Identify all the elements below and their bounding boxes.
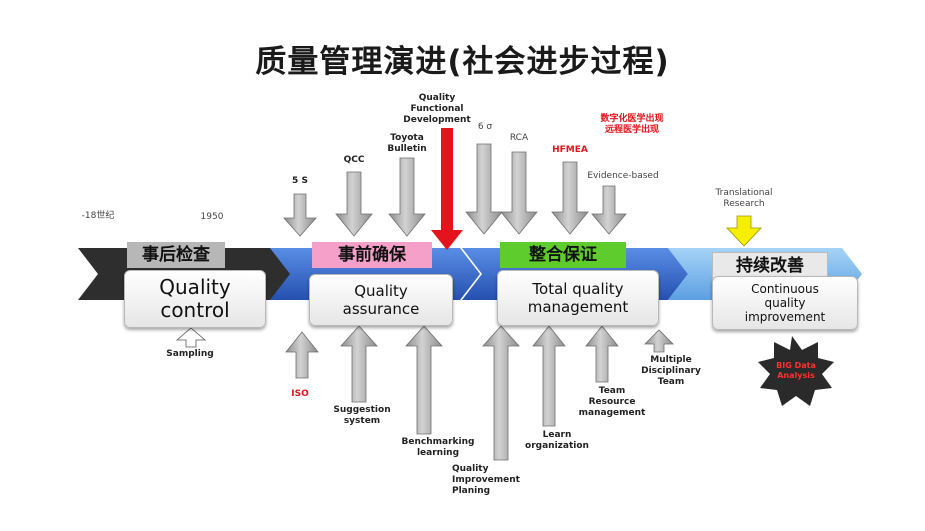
stage-3-cn-label: 整合保证: [500, 242, 626, 268]
arrow-qip: [482, 325, 520, 461]
arrow-translational: [726, 215, 762, 247]
label-six-sigma: 6 σ: [477, 122, 493, 132]
label-qcc: QCC: [343, 155, 365, 165]
label-iso: ISO: [291, 389, 309, 399]
arrow-learn: [532, 325, 566, 427]
label-hfmea: HFMEA: [552, 145, 588, 155]
label-quality-improvement-planing: Quality Improvement Planing: [452, 464, 520, 496]
stage-2-box: Quality assurance: [309, 274, 453, 326]
label-digital-medicine: 数字化医学出现 远程医学出现: [600, 114, 664, 135]
bottom-arrows: [175, 325, 674, 461]
label-translational-research: Translational Research: [715, 188, 773, 209]
arrow-iso: [285, 331, 319, 379]
arrow-suggestion: [340, 325, 378, 403]
label-suggestion-system: Suggestion system: [333, 405, 391, 426]
stage-3-box: Total quality management: [497, 270, 659, 326]
label-benchmarking-learning: Benchmarking learning: [401, 437, 475, 458]
label-sampling: Sampling: [166, 349, 214, 359]
big-data-star: [758, 336, 834, 406]
stage-4-box: Continuous quality improvement: [712, 276, 858, 330]
label-qfd: Quality Functional Development: [403, 93, 471, 125]
era-start-label: -18世纪: [81, 211, 115, 221]
big-data-label: BIG Data Analysis: [776, 361, 816, 380]
year-1950-label: 1950: [200, 212, 224, 222]
stage-1-box: Quality control: [124, 270, 266, 328]
stage-4-cn-label: 持续改善: [712, 252, 828, 280]
stage-1-cn-label: 事后检查: [127, 242, 225, 268]
arrow-hfmea: [551, 161, 589, 235]
arrow-qfd: [431, 128, 463, 250]
label-toyota-bulletin: Toyota Bulletin: [387, 133, 427, 154]
label-learn-organization: Learn organization: [525, 430, 589, 451]
label-evidence-based: Evidence-based: [587, 171, 659, 181]
label-multiple-disciplinary-team: Multiple Disciplinary Team: [641, 355, 701, 387]
label-team-resource-management: Team Resource management: [578, 386, 646, 418]
arrow-mdt: [644, 329, 674, 353]
arrow-evidence: [591, 185, 627, 235]
arrow-team-resource: [585, 325, 619, 383]
arrow-sampling: [175, 327, 207, 348]
page-title: 质量管理演进(社会进步过程): [255, 44, 670, 80]
arrow-benchmarking: [405, 325, 443, 435]
arrow-toyota: [388, 157, 426, 237]
arrow-rca: [500, 151, 538, 235]
arrow-qcc: [335, 171, 373, 237]
label-rca: RCA: [509, 133, 529, 143]
label-5s: 5 S: [292, 176, 308, 186]
stage-2-cn-label: 事前确保: [312, 242, 432, 268]
arrow-5s: [283, 193, 317, 237]
top-arrows: [283, 143, 627, 237]
arrow-6sigma: [465, 143, 503, 235]
